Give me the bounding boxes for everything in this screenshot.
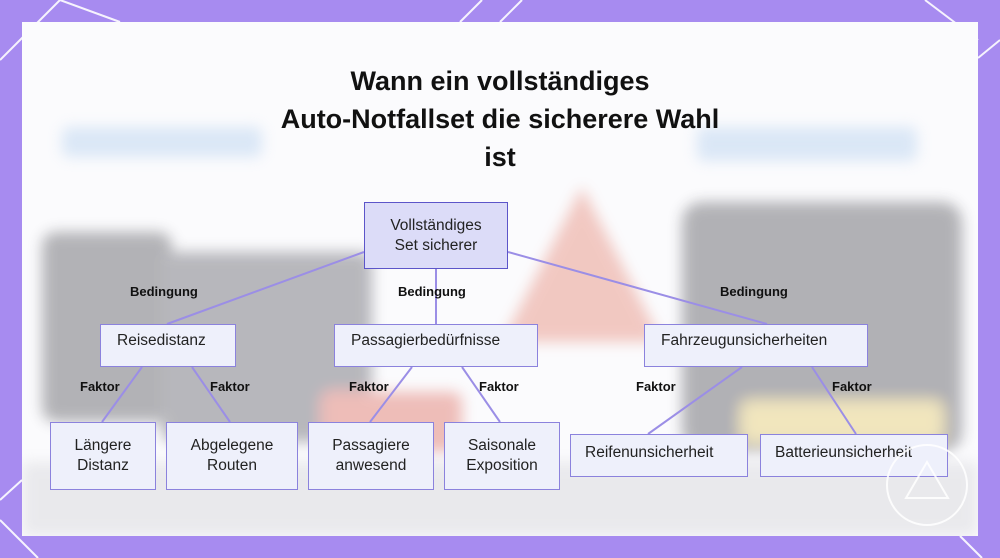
category-node-passagierbeduerfnisse: Passagierbedürfnisse (334, 324, 538, 367)
edge-label-factor: Faktor (210, 379, 250, 394)
root-line: Vollständiges (390, 216, 482, 234)
edge-label-condition: Bedingung (398, 284, 466, 299)
edge-reise-laengere (101, 366, 143, 423)
leaf-line: Saisonale (467, 437, 537, 454)
leaf-line: Routen (207, 457, 257, 474)
edge-label-factor: Faktor (832, 379, 872, 394)
leaf-node-abgelegene-routen: Abgelegene Routen (166, 422, 298, 490)
edge-label-factor: Faktor (80, 379, 120, 394)
edge-pass-passagiere (369, 366, 413, 423)
edge-root-reisedistanz (166, 251, 365, 325)
watermark-logo-icon (886, 444, 968, 526)
leaf-line: Passagiere (332, 437, 410, 454)
leaf-line: Reifenunsicherheit (585, 444, 714, 461)
edge-fahr-batterie (811, 366, 857, 435)
edge-pass-saisonale (461, 366, 501, 423)
root-line: Set sicherer (394, 236, 478, 254)
leaf-line: Batterieunsicherheit (775, 444, 912, 461)
edge-label-condition: Bedingung (720, 284, 788, 299)
category-node-fahrzeugunsicherheiten: Fahrzeugunsicherheiten (644, 324, 868, 367)
leaf-line: anwesend (335, 457, 407, 474)
leaf-line: Längere (74, 437, 132, 454)
category-label: Passagierbedürfnisse (351, 332, 501, 349)
title-line: Auto-Notfallset die sicherere Wahl (280, 104, 720, 134)
edge-fahr-reifen (647, 366, 743, 435)
title-line: ist (484, 142, 516, 172)
title-line: Wann ein vollständiges (350, 66, 650, 96)
edge-label-factor: Faktor (349, 379, 389, 394)
root-node: Vollständiges Set sicherer (364, 202, 508, 269)
edge-label-condition: Bedingung (130, 284, 198, 299)
leaf-node-passagiere-anwesend: Passagiere anwesend (308, 422, 434, 490)
edge-label-factor: Faktor (479, 379, 519, 394)
edge-root-fahrzeug (507, 251, 768, 325)
edge-reise-abgelegene (191, 366, 231, 423)
leaf-node-laengere-distanz: Längere Distanz (50, 422, 156, 490)
leaf-line: Abgelegene (190, 437, 274, 454)
category-label: Fahrzeugunsicherheiten (661, 332, 828, 349)
diagram-card: Wann ein vollständiges Auto-Notfallset d… (22, 22, 978, 536)
leaf-node-reifenunsicherheit: Reifenunsicherheit (570, 434, 748, 477)
tree-connectors (101, 251, 857, 435)
diagram-title: Wann ein vollständiges Auto-Notfallset d… (222, 62, 778, 176)
leaf-line: Exposition (466, 457, 538, 474)
category-node-reisedistanz: Reisedistanz (100, 324, 236, 367)
leaf-line: Distanz (77, 457, 129, 474)
edge-label-factor: Faktor (636, 379, 676, 394)
category-label: Reisedistanz (117, 332, 206, 349)
leaf-node-saisonale-exposition: Saisonale Exposition (444, 422, 560, 490)
leaf-node-batterieunsicherheit: Batterieunsicherheit (760, 434, 948, 477)
